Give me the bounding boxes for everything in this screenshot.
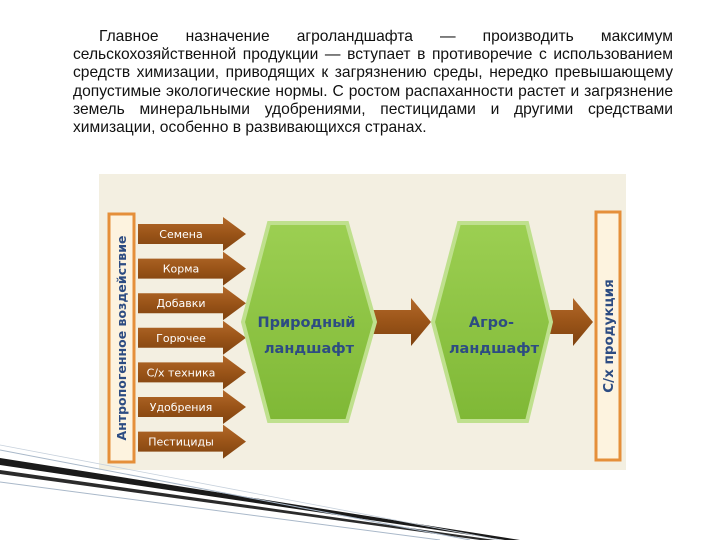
anthropogenic-impact-label: Антропогенное воздействие	[114, 236, 129, 441]
flow-arrow-agro-to-product	[545, 298, 593, 346]
agro-landscape-diagram: Антропогенное воздействие СеменаКормаДоб…	[99, 174, 626, 470]
input-arrow-label: Добавки	[156, 297, 205, 310]
input-arrow	[138, 320, 246, 355]
natural-landscape-hexagon	[240, 221, 378, 423]
input-arrow	[138, 424, 246, 459]
input-arrow-label: Семена	[159, 228, 202, 241]
decorative-corner-lines	[0, 444, 520, 540]
input-arrow	[138, 355, 246, 390]
input-arrow	[138, 390, 246, 424]
input-arrow	[138, 251, 246, 286]
flow-arrow-natural-to-agro	[363, 298, 431, 346]
input-arrow-label: Корма	[163, 263, 200, 276]
input-arrow-label: Пестициды	[148, 436, 214, 449]
agro-landscape-label: Агро- ландшафт	[449, 315, 540, 357]
slide-paragraph: Главное назначение агроландшафта — произ…	[73, 28, 673, 137]
agro-landscape-hexagon	[430, 221, 554, 423]
input-arrow-label: С/х техника	[147, 366, 216, 379]
input-arrow-label: Удобрения	[150, 401, 213, 414]
agricultural-products-box	[594, 210, 622, 462]
anthropogenic-impact-box	[107, 212, 136, 464]
input-arrow	[138, 217, 246, 251]
agricultural-products-label: С/х продукция	[601, 279, 617, 393]
input-arrow-label: Горючее	[156, 332, 206, 345]
natural-landscape-label: Природный ландшафт	[257, 315, 360, 357]
input-arrow	[138, 286, 246, 321]
